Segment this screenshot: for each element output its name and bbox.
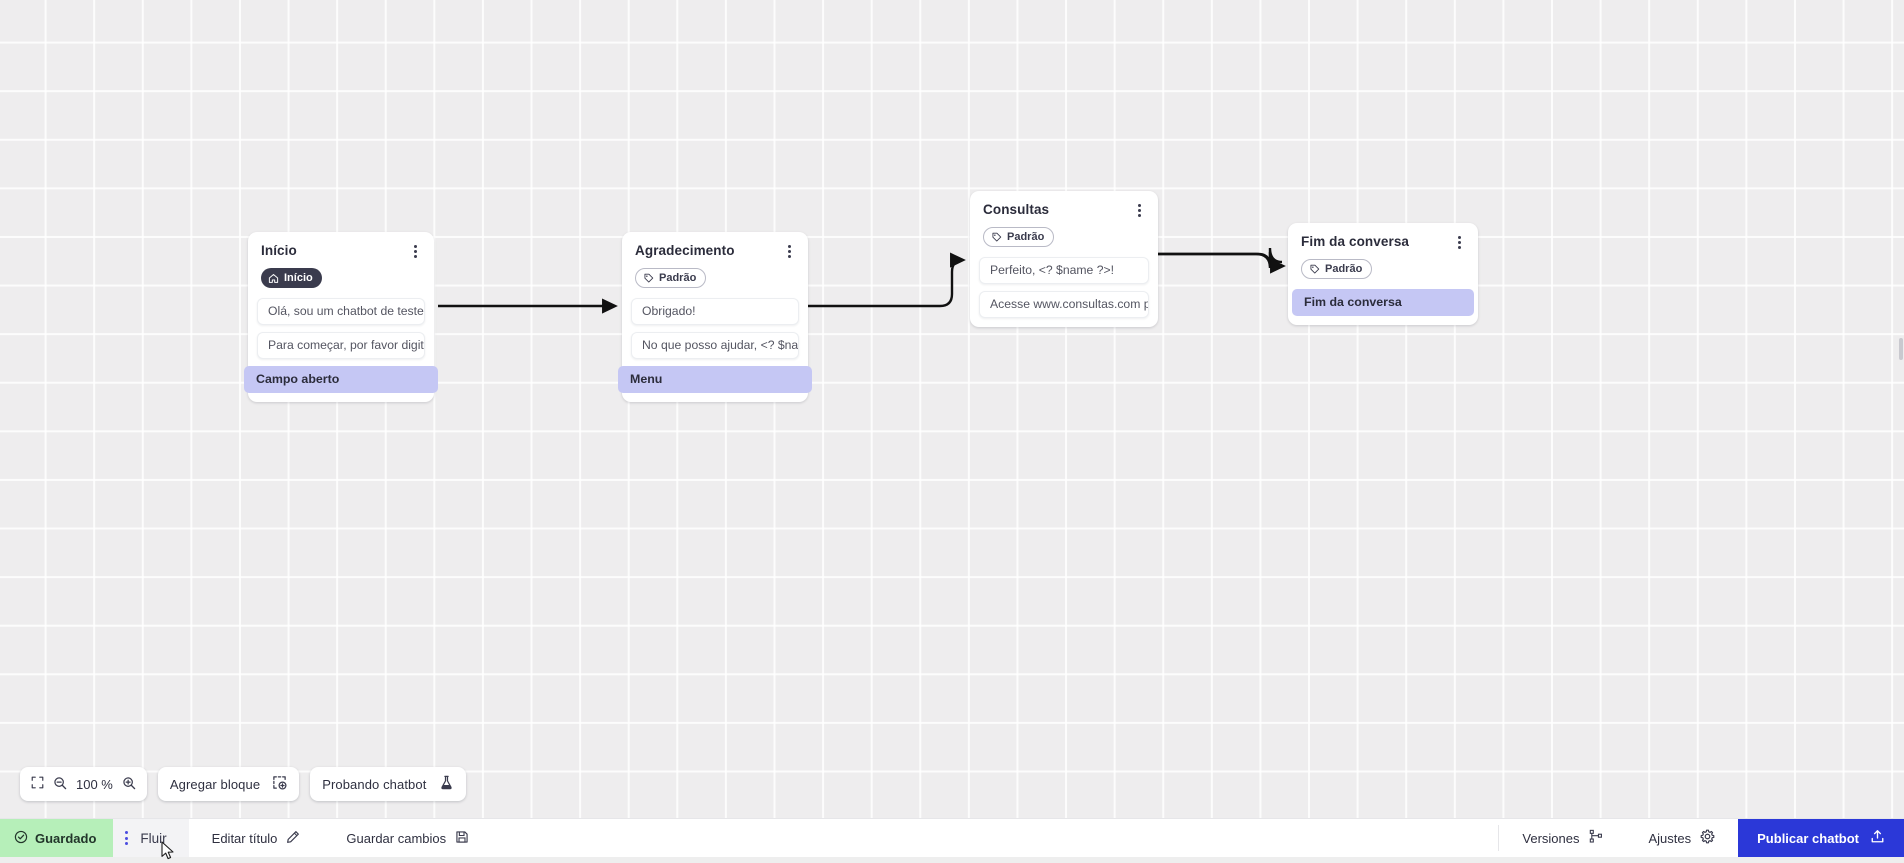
edge-consultas-fim	[1158, 248, 1282, 266]
test-chatbot-label: Probando chatbot	[322, 777, 426, 792]
flow-node-fim-da-conversa[interactable]: Fim da conversa Padrão Fim da conversa	[1288, 223, 1478, 325]
node-tag-row: Padrão	[1288, 252, 1478, 289]
scrollbar-thumb[interactable]	[1899, 338, 1903, 360]
saved-label: Guardado	[35, 831, 96, 846]
edge-consultas-fim-tail	[1155, 252, 1283, 268]
zoom-out-icon[interactable]	[53, 776, 67, 793]
add-block-icon	[272, 775, 287, 793]
edit-title-button[interactable]: Editar título	[189, 819, 324, 857]
flow-node-consultas[interactable]: Consultas Padrão Perfeito, <? $name ?>! …	[970, 191, 1158, 327]
canvas-scrollbar[interactable]	[1899, 0, 1904, 818]
node-header: Consultas	[970, 191, 1158, 220]
node-tag-label: Padrão	[659, 273, 696, 284]
node-tag[interactable]: Início	[261, 268, 322, 288]
save-changes-label: Guardar cambios	[346, 831, 446, 846]
home-icon	[268, 273, 279, 284]
save-icon	[455, 830, 469, 847]
connector-layer	[0, 0, 1904, 818]
node-tag[interactable]: Padrão	[635, 268, 706, 288]
node-body: Perfeito, <? $name ?>! Acesse www.consul…	[970, 257, 1158, 327]
add-block-label: Agregar bloque	[170, 777, 260, 792]
node-menu-button[interactable]	[1452, 234, 1466, 252]
canvas-toolbar: 100 % Agregar bloque Probando chatbot	[20, 767, 466, 801]
node-header: Fim da conversa	[1288, 223, 1478, 252]
node-title: Agradecimento	[635, 243, 735, 259]
settings-button[interactable]: Ajustes	[1626, 819, 1739, 857]
tag-icon	[1309, 264, 1320, 275]
tab-fluir-label: Fluir	[140, 831, 166, 846]
node-menu-button[interactable]	[1132, 202, 1146, 220]
node-message[interactable]: Perfeito, <? $name ?>!	[979, 257, 1149, 284]
node-tag-label: Padrão	[1325, 264, 1362, 275]
node-tag-row: Início	[248, 261, 434, 298]
check-circle-icon	[14, 830, 28, 847]
fit-screen-icon[interactable]	[31, 776, 44, 792]
edge-agradecimento-consultas	[805, 260, 963, 306]
node-tag-label: Padrão	[1007, 232, 1044, 243]
edit-title-label: Editar título	[212, 831, 278, 846]
node-title: Fim da conversa	[1301, 234, 1409, 250]
flow-canvas[interactable]: Início Início Olá, sou um chatbot de tes…	[0, 0, 1904, 818]
node-message[interactable]: Obrigado!	[631, 298, 799, 325]
node-body: Obrigado! No que posso ajudar, <? $name …	[622, 298, 808, 402]
node-output-port[interactable]: Menu	[618, 366, 812, 393]
save-changes-button[interactable]: Guardar cambios	[323, 819, 492, 857]
tab-fluir[interactable]: Fluir	[113, 819, 188, 857]
kebab-icon[interactable]	[125, 831, 128, 845]
publish-chatbot-button[interactable]: Publicar chatbot	[1738, 819, 1904, 857]
node-tag-row: Padrão	[622, 261, 808, 298]
test-chatbot-button[interactable]: Probando chatbot	[310, 767, 466, 801]
status-bar: Guardado Fluir Editar título Guardar cam…	[0, 818, 1904, 857]
node-body: Olá, sou um chatbot de teste! Para começ…	[248, 298, 434, 402]
gear-icon	[1700, 829, 1715, 847]
upload-icon	[1870, 829, 1885, 847]
zoom-in-icon[interactable]	[122, 776, 136, 793]
node-header: Início	[248, 232, 434, 261]
node-body: Fim da conversa	[1288, 289, 1478, 325]
tag-icon	[643, 273, 654, 284]
node-header: Agradecimento	[622, 232, 808, 261]
publish-label: Publicar chatbot	[1757, 831, 1859, 846]
versions-label: Versiones	[1522, 831, 1579, 846]
node-output-port[interactable]: Fim da conversa	[1292, 289, 1474, 316]
node-tag-label: Início	[284, 273, 313, 284]
node-tag-row: Padrão	[970, 220, 1158, 257]
saved-status-badge: Guardado	[0, 819, 113, 857]
node-message[interactable]: No que posso ajudar, <? $name ...	[631, 332, 799, 359]
flow-node-inicio[interactable]: Início Início Olá, sou um chatbot de tes…	[248, 232, 434, 402]
pencil-icon	[286, 830, 300, 847]
node-tag[interactable]: Padrão	[1301, 259, 1372, 279]
node-message[interactable]: Olá, sou um chatbot de teste!	[257, 298, 425, 325]
node-menu-button[interactable]	[408, 243, 422, 261]
branch-icon	[1589, 829, 1603, 847]
versions-button[interactable]: Versiones	[1499, 819, 1625, 857]
add-block-button[interactable]: Agregar bloque	[158, 767, 299, 801]
flow-node-agradecimento[interactable]: Agradecimento Padrão Obrigado! No que po…	[622, 232, 808, 402]
statusbar-spacer	[492, 819, 1498, 857]
node-tag[interactable]: Padrão	[983, 227, 1054, 247]
zoom-controls[interactable]: 100 %	[20, 767, 147, 801]
zoom-level: 100 %	[76, 777, 113, 792]
settings-label: Ajustes	[1649, 831, 1692, 846]
node-title: Início	[261, 243, 297, 259]
node-title: Consultas	[983, 202, 1049, 218]
node-menu-button[interactable]	[782, 243, 796, 261]
node-message[interactable]: Acesse www.consultas.com par...	[979, 291, 1149, 318]
node-output-port[interactable]: Campo aberto	[244, 366, 438, 393]
flask-icon	[439, 775, 454, 794]
tag-icon	[991, 232, 1002, 243]
node-message[interactable]: Para começar, por favor digite o ...	[257, 332, 425, 359]
